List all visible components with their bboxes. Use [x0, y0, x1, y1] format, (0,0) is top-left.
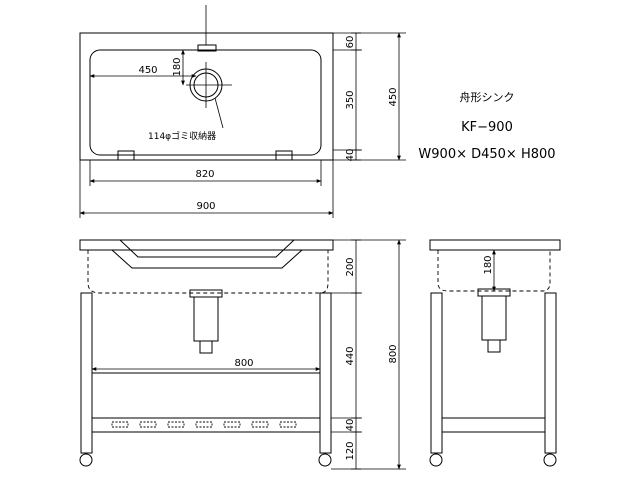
- product-model: KF−900: [461, 120, 513, 135]
- drain-note: 114φゴミ収納器: [148, 130, 216, 142]
- shelf-width-dimension: 800: [234, 358, 253, 369]
- drain-y-dimension: 180: [172, 57, 183, 76]
- front-view: 800 200 440 40 120 800: [79, 239, 406, 470]
- depth-bottom-dimension: 40: [345, 149, 356, 162]
- side-bowl-depth-dimension: 180: [483, 255, 494, 274]
- product-name: 舟形シンク: [460, 90, 515, 104]
- depth-dimension: 450: [388, 87, 399, 106]
- product-size: W900× D450× H800: [418, 147, 555, 162]
- middle-height-dimension: 440: [345, 346, 356, 365]
- plan-view: 450 180 114φゴミ収納器 820 900 60 350 40 450: [79, 5, 406, 218]
- depth-top-dimension: 60: [345, 36, 356, 49]
- drain-x-dimension: 450: [138, 65, 157, 76]
- bowl-height-dimension: 200: [345, 257, 356, 276]
- shelf-gap-dimension: 40: [345, 419, 356, 432]
- title-block: 舟形シンク KF−900 W900× D450× H800: [418, 90, 555, 162]
- width-dimension: 900: [196, 201, 215, 212]
- inner-width-dimension: 820: [195, 169, 214, 180]
- depth-mid-dimension: 350: [345, 90, 356, 109]
- total-height-dimension: 800: [388, 344, 399, 363]
- drain-hole-icon: [186, 62, 232, 108]
- side-view: 180: [429, 239, 561, 467]
- leg-height-dimension: 120: [345, 441, 356, 460]
- shelf-slots: [111, 421, 297, 428]
